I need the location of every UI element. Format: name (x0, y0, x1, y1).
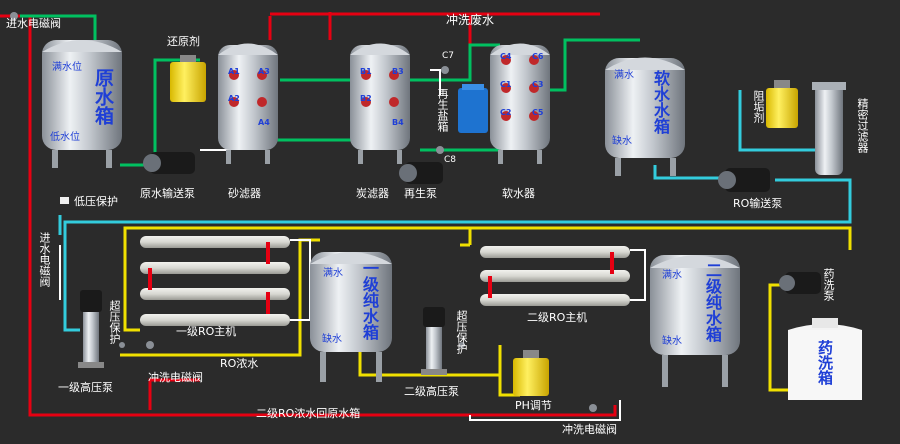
ph-adjust-label: PH调节 (515, 399, 552, 412)
valve-c1: C1 (500, 80, 512, 89)
carbon-filter (350, 43, 410, 164)
antiscalant-tank (766, 80, 798, 128)
valve-b3: B3 (392, 67, 404, 76)
valve-c3: C3 (532, 80, 544, 89)
sand-filter (218, 43, 278, 164)
filter-valves (229, 55, 539, 121)
clean-tank (788, 318, 862, 400)
sand-filter-label: 砂滤器 (228, 187, 261, 200)
soft-tank-full-label: 满水 (614, 70, 634, 81)
pure2-tank-name: 二级纯水箱 (703, 262, 722, 342)
raw-water-tank (42, 40, 122, 168)
flush-water-label: 冲洗废水 (446, 13, 495, 27)
pure1-low-label: 缺水 (322, 334, 342, 345)
antiscalant-label: 阻垢剂 (752, 90, 765, 123)
precision-filter (812, 82, 846, 175)
ro-membranes-2 (480, 246, 630, 306)
low-pressure-label: 低压保护 (74, 195, 118, 208)
pure2-full-label: 满水 (662, 270, 682, 281)
return-line-label: 二级RO浓水回原水箱 (256, 407, 361, 420)
c7-label: C7 (442, 51, 455, 61)
regen-tank (458, 84, 488, 133)
valve-c5: C5 (532, 108, 544, 117)
second-hp-pump (421, 307, 447, 375)
valve-a3: A3 (258, 67, 270, 76)
valve-c2: C2 (500, 108, 512, 117)
valve-b1: B1 (360, 67, 372, 76)
carbon-filter-label: 炭滤器 (356, 187, 389, 200)
pure1-tank-name: 一级纯水箱 (360, 260, 379, 340)
overpressure-label: 超压保护 (108, 300, 121, 344)
valve-c4: C4 (500, 52, 512, 61)
clean-tank-name: 药洗箱 (816, 340, 834, 385)
valve-b2: B2 (360, 94, 372, 103)
c8-label: C8 (444, 155, 457, 165)
inlet-valve-label: 进水电磁阀 (6, 17, 61, 30)
soft-tank-name: 软水水箱 (651, 70, 670, 134)
inlet-valve-vertical-label: 进水电磁阀 (38, 232, 51, 287)
treated-water-pipes (20, 14, 640, 167)
raw-pump (143, 152, 195, 174)
raw-tank-low-label: 低水位 (50, 132, 80, 143)
pure2-low-label: 缺水 (662, 336, 682, 347)
softener-label: 软水器 (502, 187, 535, 200)
first-ro-label: 一级RO主机 (176, 325, 237, 338)
raw-tank-name: 原水箱 (92, 68, 114, 125)
valve-c6: C6 (532, 52, 544, 61)
pure1-full-label: 满水 (323, 268, 343, 279)
first-hp-pump-label: 一级高压泵 (58, 381, 113, 394)
raw-tank-full-label: 满水位 (52, 62, 82, 73)
clean-pump-label: 药洗泵 (822, 268, 835, 301)
valve-a1: A1 (228, 67, 240, 76)
regen-tank-label: 再生盐箱 (436, 88, 449, 132)
clean-pump (779, 272, 821, 294)
regen-pump-label: 再生泵 (404, 187, 437, 200)
first-hp-pump (78, 290, 104, 368)
soft-water-tank (605, 57, 685, 176)
ro-pump-label: RO输送泵 (733, 197, 783, 210)
regen-pump (399, 162, 443, 184)
precision-filter-label: 精密过滤器 (856, 98, 869, 153)
valve-a4: A4 (258, 118, 270, 127)
small-valves (10, 12, 597, 412)
flush-valve-2-label: 冲洗电磁阀 (562, 423, 617, 436)
reductant-label: 还原剂 (167, 35, 200, 48)
pure-water-tank-1 (310, 252, 392, 382)
pure-water-tank-2 (650, 255, 740, 387)
overpressure-2-label: 超压保护 (455, 310, 468, 354)
second-ro-label: 二级RO主机 (527, 311, 588, 324)
second-hp-pump-label: 二级高压泵 (404, 385, 459, 398)
softener (490, 43, 550, 164)
white-pipes (59, 69, 646, 421)
reductant-tank (170, 55, 206, 102)
valve-a2: A2 (228, 94, 240, 103)
raw-pump-label: 原水输送泵 (140, 187, 195, 200)
ph-tank (513, 350, 549, 396)
soft-tank-low-label: 缺水 (612, 136, 632, 147)
flush-valve-label: 冲洗电磁阀 (148, 371, 203, 384)
ro-membranes-1 (140, 236, 290, 326)
ro-feed-pump (718, 168, 770, 192)
ro-concentrate-label: RO浓水 (220, 357, 259, 370)
valve-b4: B4 (392, 118, 404, 127)
